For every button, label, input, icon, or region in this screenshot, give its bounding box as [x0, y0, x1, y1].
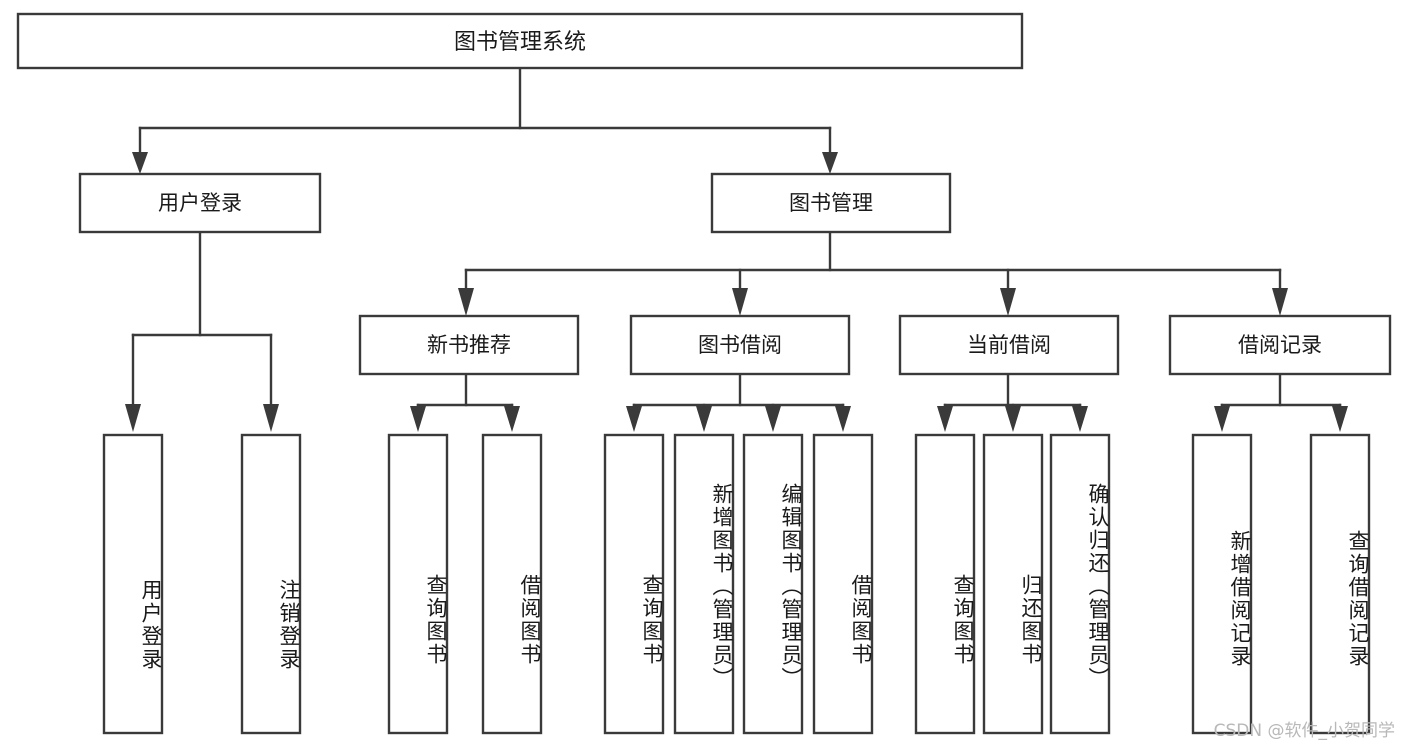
node-current-borrow[interactable]: 当前借阅 — [898, 314, 1120, 376]
connector-currentborrow-to-leaves — [937, 372, 1088, 432]
node-new-book-recommend[interactable]: 新书推荐 — [358, 314, 580, 376]
node-current-borrow-label: 当前借阅 — [967, 333, 1051, 357]
connector-bookmgmt-to-level3 — [458, 230, 1288, 316]
node-book-management[interactable]: 图书管理 — [710, 172, 952, 234]
node-leaf-borrow-book-2[interactable] — [812, 433, 874, 735]
node-book-management-label: 图书管理 — [789, 191, 873, 215]
node-leaf-edit-book[interactable] — [742, 433, 804, 735]
connector-userlogin-to-leaves — [125, 230, 279, 432]
connector-bookborrow-to-leaves — [626, 372, 851, 432]
node-root[interactable]: 图书管理系统 — [16, 12, 1024, 70]
node-leaf-add-book[interactable] — [673, 433, 735, 735]
node-borrow-record[interactable]: 借阅记录 — [1168, 314, 1392, 376]
node-root-label: 图书管理系统 — [454, 30, 586, 55]
node-leaf-query-book-1[interactable] — [387, 433, 449, 735]
node-leaf-query-book-3[interactable] — [914, 433, 976, 735]
node-leaf-user-login[interactable] — [102, 433, 164, 735]
node-borrow-record-label: 借阅记录 — [1238, 333, 1322, 357]
node-user-login-label: 用户登录 — [158, 191, 242, 215]
csdn-watermark: CSDN @软件_小贺同学 — [1213, 721, 1395, 741]
node-leaf-return-book[interactable] — [982, 433, 1044, 735]
node-user-login[interactable]: 用户登录 — [78, 172, 322, 234]
node-book-borrow-label: 图书借阅 — [698, 333, 782, 357]
connector-newbook-to-leaves — [410, 372, 520, 432]
node-leaf-query-book-2[interactable] — [603, 433, 665, 735]
node-new-book-recommend-label: 新书推荐 — [427, 333, 511, 357]
connector-borrowrecord-to-leaves — [1214, 372, 1348, 432]
node-book-borrow[interactable]: 图书借阅 — [629, 314, 851, 376]
connector-root-to-level2 — [132, 66, 838, 174]
node-leaf-query-record[interactable] — [1309, 433, 1371, 735]
node-leaf-borrow-book-1[interactable] — [481, 433, 543, 735]
node-leaf-logout[interactable] — [240, 433, 302, 735]
node-leaf-add-record[interactable] — [1191, 433, 1253, 735]
node-leaf-confirm-return[interactable] — [1049, 433, 1111, 735]
